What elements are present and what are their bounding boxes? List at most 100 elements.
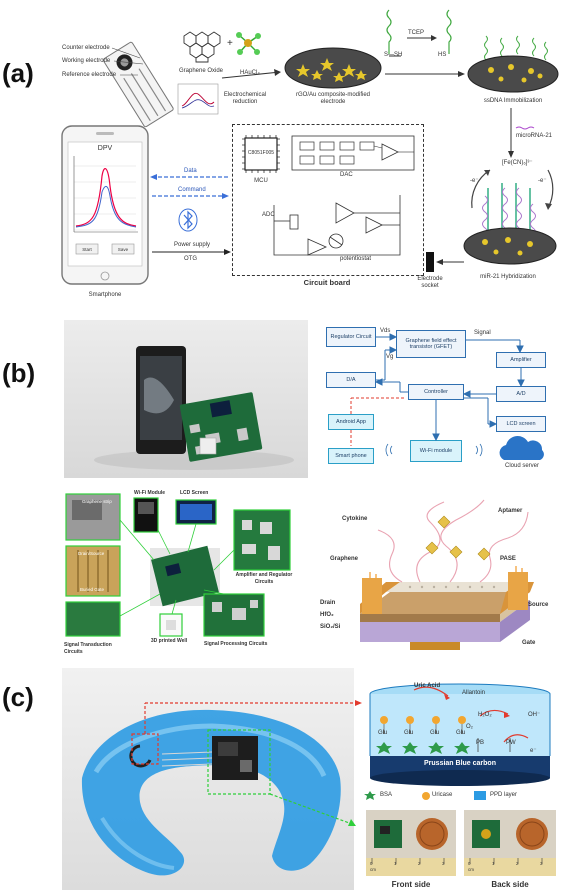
- smartphone-label: Smartphone: [88, 292, 122, 298]
- otg-label: OTG: [184, 256, 197, 262]
- front-side-label: Front side: [391, 880, 431, 889]
- command-label: Command: [178, 187, 206, 193]
- potentiostat-label: potentiostat: [340, 256, 372, 262]
- ruler-front-1: 1: [394, 861, 397, 866]
- mouthguard-photo: [62, 668, 354, 890]
- bsa-legend-label: BSA: [380, 792, 393, 798]
- ssdna-electrode: [467, 35, 559, 93]
- graphene-oxide-label: Graphene Oxide: [178, 68, 224, 74]
- tcep-label: TCEP: [408, 30, 425, 36]
- graphene-strip-label: Graphene strip: [82, 499, 112, 504]
- circuit-collage: [64, 490, 296, 640]
- power-supply-label: Power supply: [174, 242, 211, 248]
- adc-label: ADC: [262, 212, 275, 218]
- hs-label: HS: [438, 52, 447, 58]
- potentiostat-circuit: [273, 195, 401, 256]
- da-box: D/A: [326, 372, 376, 388]
- haucl4-label: HAuCl₄: [240, 70, 260, 76]
- circuit-board-label: Circuit board: [303, 278, 351, 287]
- ruler-back-cm: cm: [468, 867, 474, 872]
- allantoin-label: Allantoin: [462, 690, 486, 696]
- glu-label-4: Glu: [456, 730, 466, 736]
- phone-save-button[interactable]: Save: [117, 247, 129, 252]
- gfet-sensor-illustration: [360, 499, 534, 650]
- o2-label: O₂: [466, 724, 473, 730]
- reference-electrode-label: Reference electrode: [62, 72, 117, 78]
- ppd-legend-label: PPD layer: [490, 792, 518, 798]
- electrochemical-reduction-label: Electrochemical reduction: [223, 92, 267, 105]
- hybridization-electrode: [463, 169, 557, 265]
- buried-gate-label: Buried Gate: [80, 587, 105, 592]
- source-label: Source: [528, 602, 549, 608]
- signal-processing-label: Signal Processing Circuits: [204, 641, 268, 647]
- ferricyanide-label: [Fe(CN)₆]³⁻: [502, 160, 533, 166]
- front-side-photo: [366, 810, 456, 876]
- back-side-label: Back side: [491, 880, 529, 889]
- vds-label: Vds: [380, 328, 391, 334]
- ruler-back-2: 2: [516, 861, 519, 866]
- cloud-server-icon: [499, 436, 544, 460]
- printed-well-label: 3D printed Well: [150, 638, 188, 644]
- drain-source-label: Drain/Source: [78, 551, 105, 556]
- wifi-module-label: Wi-Fi Module: [134, 490, 166, 496]
- signal-label: Signal: [474, 330, 491, 336]
- uricase-legend-label: Uricase: [432, 792, 453, 798]
- amplifier-box: Amplifier: [496, 352, 546, 368]
- sio2-label: SiO₂/Si: [320, 624, 341, 630]
- bluetooth-icon: [178, 208, 198, 232]
- reduction-plot-icon: [177, 83, 219, 115]
- h2o2-label: H₂O₂: [478, 712, 492, 718]
- glu-label-3: Glu: [430, 730, 440, 736]
- uric-acid-label: Uric Acid: [414, 683, 441, 689]
- ruler-front-0: 0: [370, 861, 373, 866]
- pase-label: PASE: [500, 556, 516, 562]
- microrna-label: microRNA-21: [516, 133, 553, 139]
- ruler-front-cm: cm: [370, 867, 376, 872]
- ruler-back-0: 0: [468, 861, 471, 866]
- android-app-box: Android App: [328, 414, 374, 430]
- rgo-au-electrode: [284, 47, 382, 89]
- circuit-board-box: [232, 124, 424, 276]
- working-electrode-label: Working electrode: [62, 58, 111, 64]
- phone-start-button[interactable]: Start: [82, 247, 92, 252]
- glu-label-2: Glu: [404, 730, 414, 736]
- controller-box: Controller: [408, 384, 464, 400]
- cytokine-label: Cytokine: [342, 516, 368, 522]
- ruler-front-3: 3: [442, 861, 445, 866]
- dac-label: DAC: [340, 172, 353, 178]
- signal-transduction-label: Signal Transduction Circuits: [64, 642, 112, 655]
- device-photo: [64, 320, 308, 478]
- legend-icons: [364, 791, 486, 800]
- vg-label: Vg: [386, 354, 394, 360]
- s-sh-label: S—SH: [384, 52, 403, 58]
- haucl4-molecule-icon: [236, 32, 261, 55]
- gate-label: Gate: [522, 640, 536, 646]
- back-side-photo: [464, 810, 556, 876]
- dpv-label: DPV: [97, 145, 113, 152]
- ssdna-immobilization-label: ssDNA Immobilization: [483, 98, 543, 104]
- prussian-blue-label: Prussian Blue carbon: [424, 760, 496, 767]
- drain-label: Drain: [320, 600, 336, 606]
- rgo-electrode-label: rGO/Au composite-modified electrode: [295, 92, 371, 105]
- ruler-front-2: 2: [418, 861, 421, 866]
- ssdna-strands-icon: [386, 9, 452, 57]
- gfet-box: Graphene field effect transistor (GFET): [396, 330, 466, 358]
- graphene-label: Graphene: [330, 556, 359, 562]
- panel-label-c: (c): [2, 682, 34, 712]
- aptamer-label: Aptamer: [498, 508, 523, 514]
- panel-label-a: (a): [2, 58, 34, 88]
- regulator-circuit-box: Regulator Circuit: [326, 327, 376, 347]
- dac-circuit: [291, 135, 415, 171]
- data-label: Data: [184, 168, 197, 174]
- ruler-back-1: 1: [492, 861, 495, 866]
- amp-reg-label: Amplifier and Regulator Circuits: [235, 572, 293, 585]
- oh-label: OH⁻: [528, 712, 541, 718]
- electron-left-label: -e⁻: [470, 178, 479, 184]
